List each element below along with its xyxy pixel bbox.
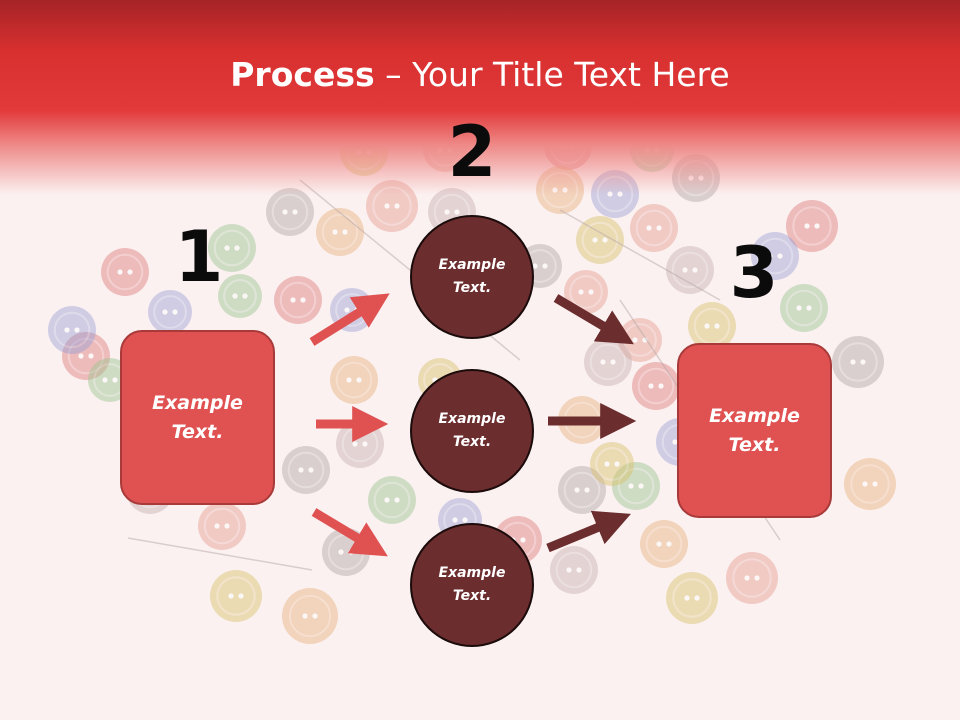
sewing-button-decoration [316, 208, 364, 256]
circle-top-label: Example Text. [438, 257, 506, 296]
sewing-button-decoration [148, 290, 192, 334]
arrow-left-to-top [309, 293, 390, 346]
left-text-box-label: Example Text. [152, 391, 243, 443]
sewing-button-decoration [612, 462, 660, 510]
sewing-button-decoration [550, 546, 598, 594]
sewing-button-decoration [576, 216, 624, 264]
right-text-box[interactable]: Example Text. [677, 343, 832, 518]
sewing-button-decoration [330, 356, 378, 404]
sewing-button-decoration [688, 302, 736, 350]
sewing-button-decoration [368, 476, 416, 524]
sewing-button-decoration [666, 246, 714, 294]
slide-title-bold: Process [230, 55, 375, 94]
slide-title-rest: – Your Title Text Here [374, 55, 730, 94]
sewing-button-decoration [726, 552, 778, 604]
circle-bottom[interactable]: Example Text. [410, 523, 534, 647]
arrow-bottom-to-right [546, 510, 631, 553]
step-number-2: 2 [447, 111, 497, 193]
sewing-button-decoration [282, 446, 330, 494]
sewing-button-decoration [210, 570, 262, 622]
sewing-button-decoration [48, 306, 96, 354]
sewing-button-decoration [274, 276, 322, 324]
circle-middle-label: Example Text. [438, 411, 506, 450]
sewing-button-decoration [62, 332, 110, 380]
sewing-button-decoration [282, 588, 338, 644]
step-number-3: 3 [729, 232, 779, 314]
sewing-button-decoration [218, 274, 262, 318]
sewing-button-decoration [844, 458, 896, 510]
sewing-button-decoration [780, 284, 828, 332]
arrow-top-to-right [553, 294, 634, 345]
right-text-box-label: Example Text. [709, 404, 800, 456]
sewing-button-decoration [832, 336, 884, 388]
sewing-button-decoration [208, 224, 256, 272]
sewing-button-decoration [666, 572, 718, 624]
circle-bottom-label: Example Text. [438, 565, 506, 604]
step-number-1: 1 [174, 216, 224, 298]
sewing-button-decoration [640, 520, 688, 568]
sewing-button-decoration [632, 362, 680, 410]
sewing-button-decoration [558, 466, 606, 514]
sewing-button-decoration [564, 270, 608, 314]
sewing-button-decoration [630, 204, 678, 252]
sewing-button-decoration [198, 502, 246, 550]
sewing-button-decoration [101, 248, 149, 296]
sewing-button-decoration [751, 232, 799, 280]
circle-middle[interactable]: Example Text. [410, 369, 534, 493]
slide-title: Process – Your Title Text Here [0, 55, 960, 94]
pin-decoration [127, 537, 313, 571]
title-banner [0, 0, 960, 200]
sewing-button-decoration [786, 200, 838, 252]
pin-decoration [559, 209, 721, 301]
sewing-button-decoration [590, 442, 634, 486]
left-text-box[interactable]: Example Text. [120, 330, 275, 505]
sewing-button-decoration [584, 338, 632, 386]
arrow-left-to-bottom [311, 508, 388, 557]
circle-top[interactable]: Example Text. [410, 215, 534, 339]
